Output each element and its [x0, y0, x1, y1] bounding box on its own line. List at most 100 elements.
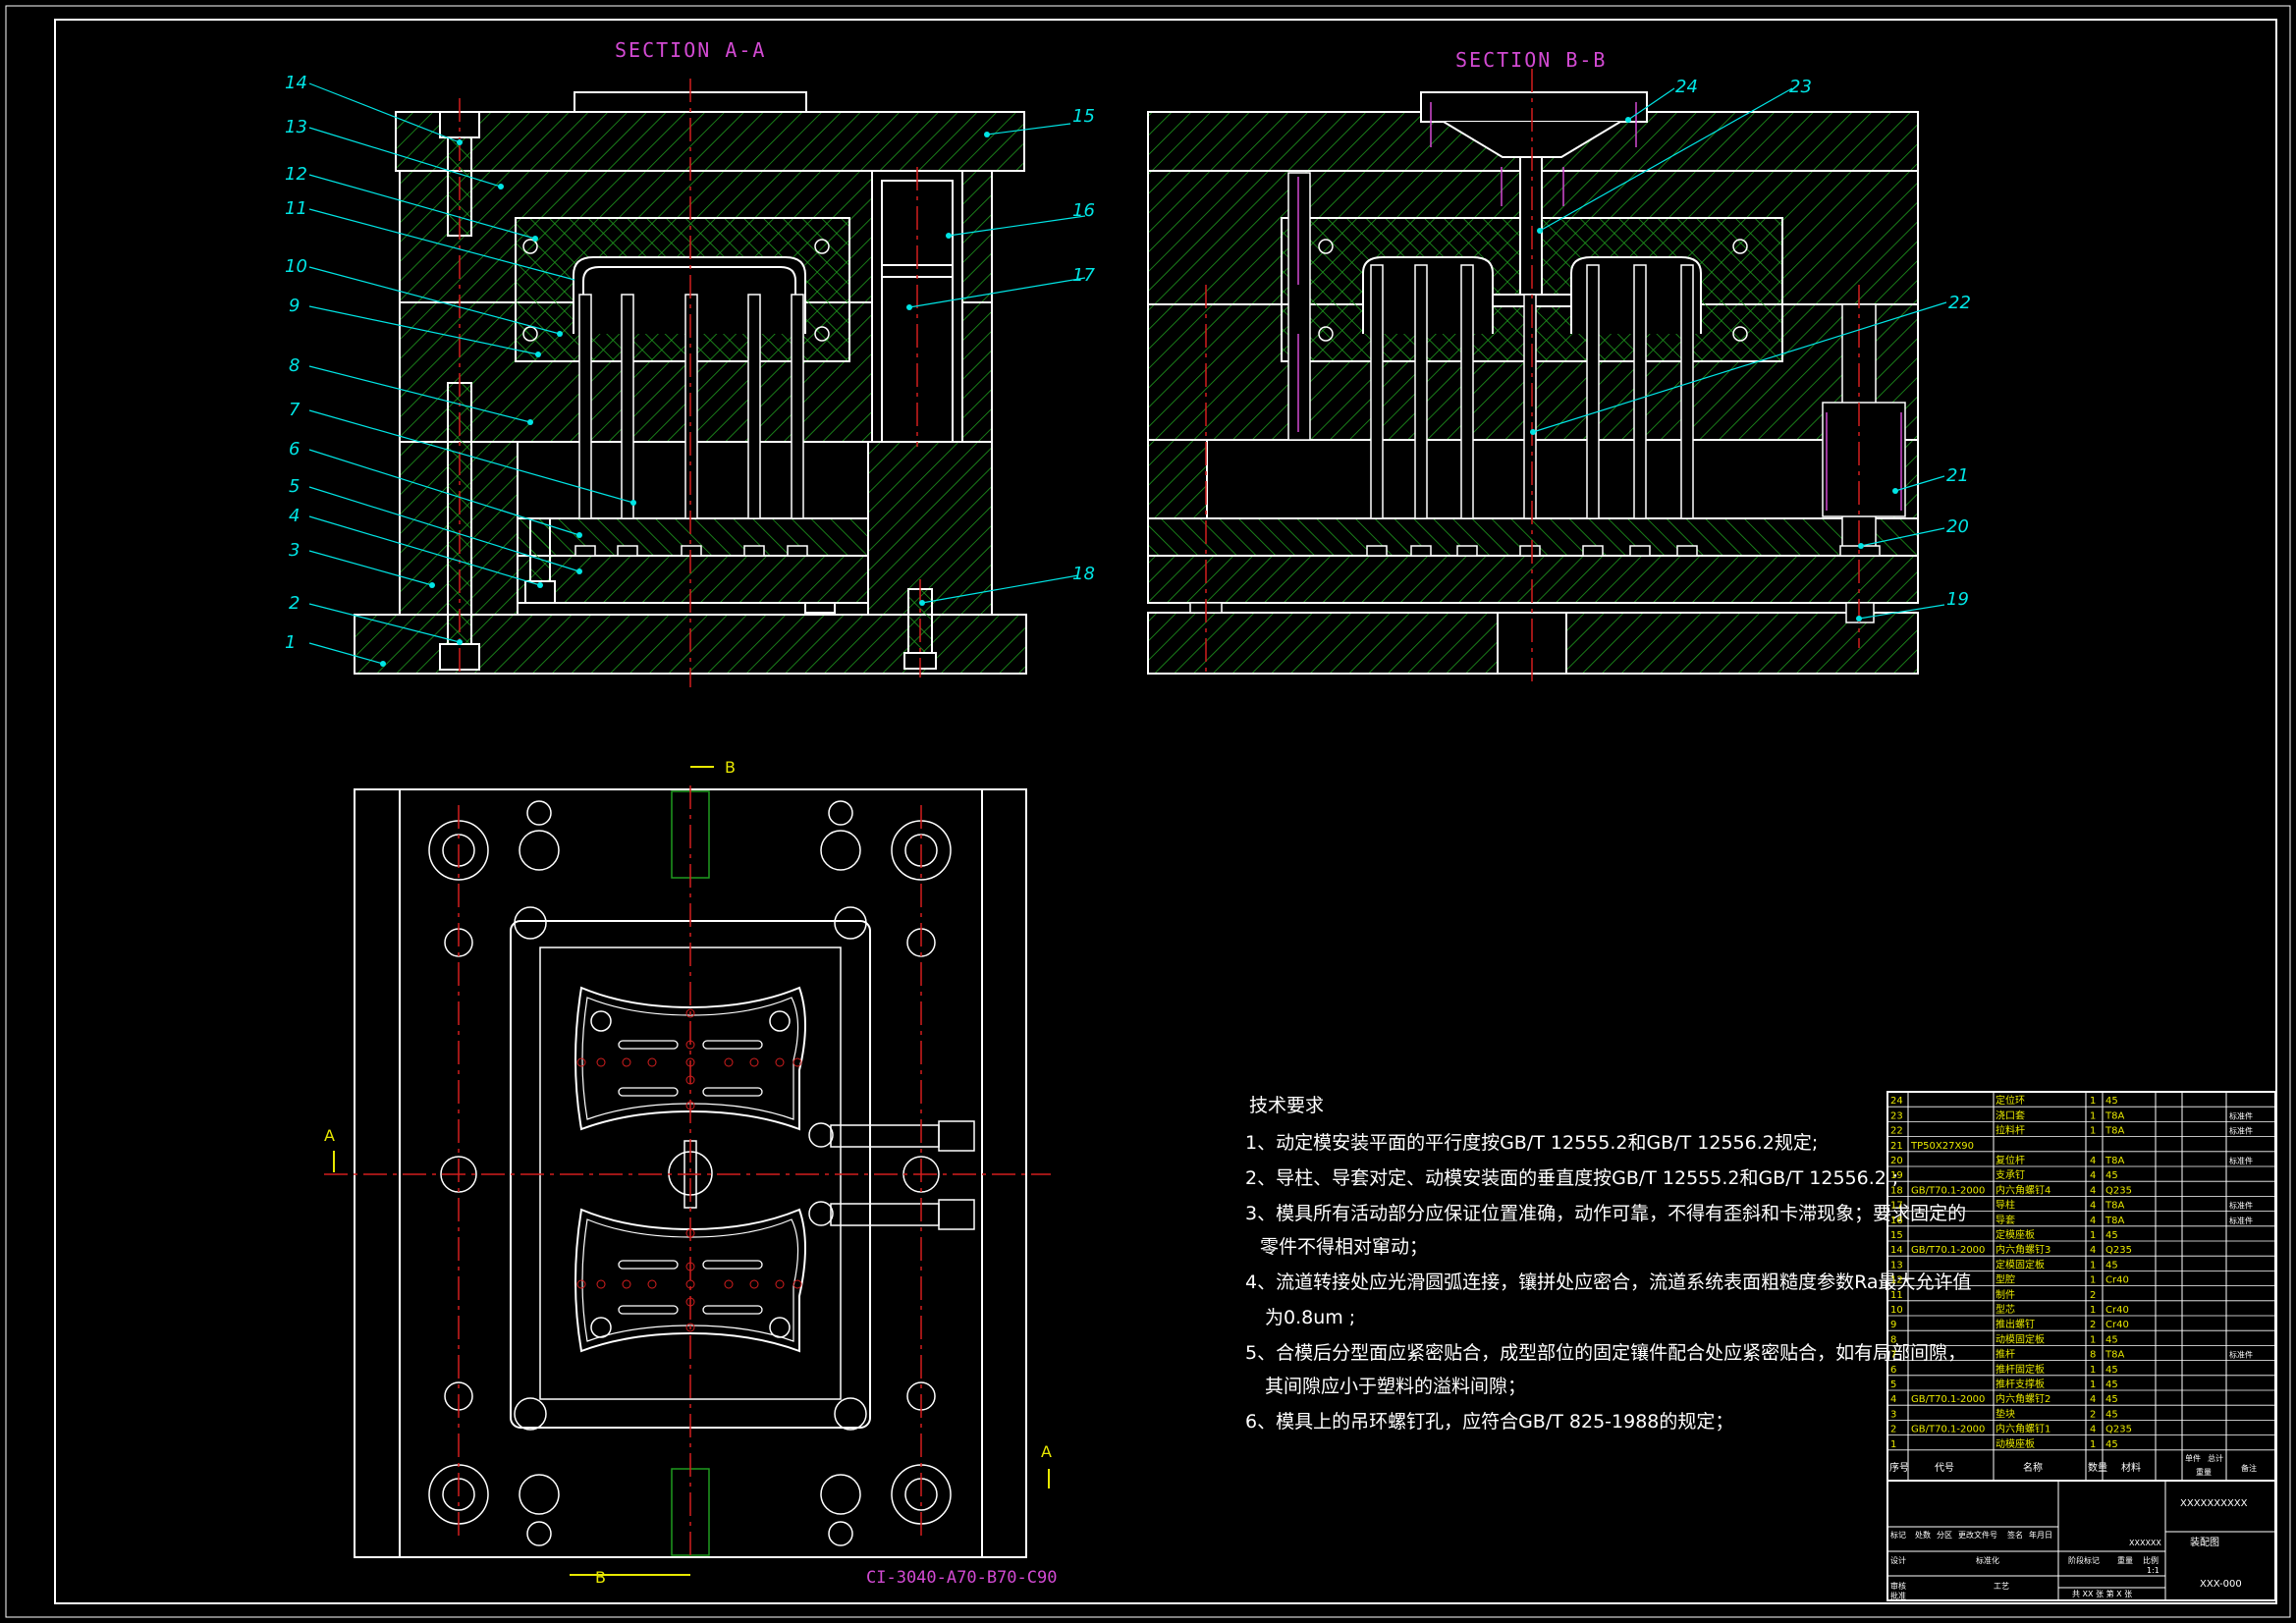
section-marks: [333, 766, 1050, 1576]
parts-cell-no: 23: [1890, 1110, 1903, 1121]
parts-cell-mat: Q235: [2105, 1245, 2132, 1256]
part-label: 18: [1072, 564, 1095, 584]
tb-row3: 工艺: [1994, 1582, 2009, 1591]
parts-cell-qty: 1: [2090, 1126, 2096, 1137]
part-label: 2: [289, 593, 300, 614]
tb-row: 年月日: [2029, 1530, 2052, 1540]
section-mark-b-top: B: [725, 758, 736, 777]
parts-cell-no: 8: [1890, 1334, 1896, 1345]
mold-code: CI-3040-A70-B70-C90: [866, 1568, 1057, 1588]
parts-cell-qty: 1: [2090, 1365, 2096, 1376]
parts-cell-qty: 2: [2090, 1409, 2096, 1420]
material-mark: XXXXXX: [2129, 1539, 2161, 1547]
parts-cell-no: 24: [1890, 1096, 1903, 1107]
parts-cell-code: GB/T70.1-2000: [1911, 1394, 1985, 1405]
part-label: 22: [1948, 293, 1971, 313]
part-label: 13: [285, 117, 307, 137]
header-name: 名称: [2023, 1461, 2043, 1474]
section-b-title: SECTION B-B: [1455, 48, 1607, 72]
parts-cell-mat: 45: [2105, 1439, 2118, 1450]
parts-row-lines: [1887, 1106, 2275, 1451]
parts-cell-mat: Q235: [2105, 1425, 2132, 1435]
parts-cell-no: 22: [1890, 1126, 1903, 1137]
parts-cell-qty: 4: [2090, 1156, 2096, 1166]
plan-view-centerlines: [324, 785, 1051, 1561]
tb-row3: 审核: [1890, 1581, 1906, 1591]
parts-cell-no: 11: [1890, 1290, 1903, 1301]
part-label: 12: [285, 164, 307, 185]
section-mark-b-bottom: B: [595, 1568, 606, 1587]
part-label: 7: [289, 400, 301, 420]
parts-cell-no: 18: [1890, 1185, 1903, 1196]
parts-cell-note: 标准件: [2229, 1216, 2253, 1225]
part-label: 19: [1946, 589, 1969, 610]
parts-cell-name: 推杆: [1995, 1348, 2015, 1361]
part-label: 20: [1946, 516, 1969, 537]
tech-req-item: 2、导柱、导套对定、动模安装面的垂直度按GB/T 12555.2和GB/T 12…: [1245, 1167, 1898, 1189]
part-label: 1: [285, 632, 296, 653]
parts-cell-qty: 4: [2090, 1185, 2096, 1196]
parts-cell-name: 型腔: [1995, 1273, 2015, 1286]
part-label: 10: [285, 256, 307, 277]
section-mark-a-right: A: [1041, 1442, 1052, 1461]
inner-frame: [54, 19, 2277, 1604]
tb-row: 处数: [1915, 1530, 1931, 1540]
parts-cell-qty: 1: [2090, 1305, 2096, 1316]
parts-cell-qty: 1: [2090, 1260, 2096, 1271]
parts-cell-no: 4: [1890, 1394, 1896, 1405]
parts-cell-mat: 45: [2105, 1365, 2118, 1376]
part-label: 24: [1675, 77, 1698, 97]
section-a-centerlines: [459, 79, 921, 687]
tb-row: 标记: [1890, 1530, 1906, 1540]
parts-cell-no: 9: [1890, 1320, 1896, 1330]
parts-cell-qty: 1: [2090, 1275, 2096, 1286]
parts-cell-mat: 45: [2105, 1394, 2118, 1405]
header-mat: 材料: [2121, 1461, 2141, 1474]
part-labels: 1 2 3 4 5 6 7 8 9 10 11 12 13 14 15 16 1…: [285, 73, 1971, 653]
parts-cell-qty: 2: [2090, 1320, 2096, 1330]
parts-cell-mat: Cr40: [2105, 1320, 2129, 1330]
parts-cell-qty: 1: [2090, 1439, 2096, 1450]
tech-req-item: 4、流道转接处应光滑圆弧连接，镶拼处应密合，流道系统表面粗糙度参数Ra最大允许值: [1245, 1271, 1972, 1293]
tech-req-item: 1、动定模安装平面的平行度按GB/T 12555.2和GB/T 12556.2规…: [1245, 1132, 1818, 1154]
tb-row3: 批准: [1890, 1591, 1906, 1600]
parts-cell-name: 定位环: [1995, 1094, 2025, 1107]
parts-cell-qty: 4: [2090, 1394, 2096, 1405]
parts-cell-name: 动模固定板: [1995, 1332, 2045, 1345]
parts-cell-mat: 45: [2105, 1380, 2118, 1390]
technical-requirements: 技术要求 1、动定模安装平面的平行度按GB/T 12555.2和GB/T 125…: [1245, 1095, 1972, 1433]
parts-list-header: 序号 代号 名称 数量 材料 单件 总计 重量 备注: [1889, 1453, 2257, 1477]
scale: 1:1: [2147, 1566, 2159, 1575]
parts-cell-no: 6: [1890, 1365, 1896, 1376]
parts-cell-name: 内六角螺钉4: [1995, 1183, 2050, 1196]
parts-cell-code: GB/T70.1-2000: [1911, 1185, 1985, 1196]
title-block: XXXXXXXXXX 装配图 XXXXXX XXX-000 1:1 共 XX 张…: [1890, 1498, 2248, 1600]
parts-cell-no: 3: [1890, 1409, 1896, 1420]
sheets: 共 XX 张 第 X 张: [2072, 1589, 2132, 1598]
parts-cell-name: 支承钉: [1995, 1169, 2025, 1181]
parts-cell-mat: T8A: [2105, 1126, 2124, 1137]
tb-row2: 比例: [2143, 1555, 2159, 1565]
parts-cell-name: 复位杆: [1995, 1154, 2025, 1166]
parts-cell-no: 12: [1890, 1275, 1903, 1286]
parts-cell-qty: 4: [2090, 1170, 2096, 1181]
tech-req-item: 3、模具所有活动部分应保证位置准确，动作可靠，不得有歪斜和卡滞现象；要求固定的: [1245, 1203, 1966, 1224]
parts-cell-no: 1: [1890, 1439, 1896, 1450]
parts-cell-note: 标准件: [2229, 1350, 2253, 1360]
tb-row2: 阶段标记: [2068, 1555, 2100, 1565]
parts-cell-note: 标准件: [2229, 1156, 2253, 1165]
parts-cell-no: 13: [1890, 1260, 1903, 1271]
parts-cell-note: 标准件: [2229, 1126, 2253, 1136]
parts-cell-qty: 4: [2090, 1425, 2096, 1435]
header-code: 代号: [1935, 1462, 1954, 1474]
parts-cell-no: 17: [1890, 1201, 1903, 1212]
tb-row2: 重量: [2117, 1555, 2133, 1565]
parts-cell-qty: 4: [2090, 1216, 2096, 1226]
drawing-no: XXX-000: [2200, 1579, 2242, 1590]
parts-cell-mat: T8A: [2105, 1216, 2124, 1226]
tech-req-item: 为0.8um ;: [1265, 1307, 1355, 1328]
leader-dots: [380, 117, 1898, 667]
header-unit: 单件: [2185, 1453, 2201, 1463]
